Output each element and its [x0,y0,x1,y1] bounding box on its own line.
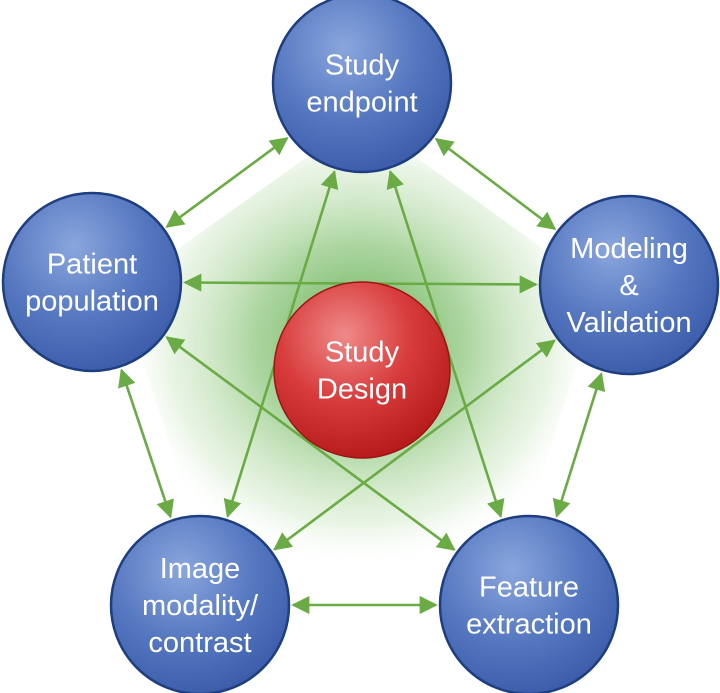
node-image-label-line: Image [160,553,241,585]
arrow-image-patient [118,368,174,519]
node-modeling-label-line: & [619,270,638,302]
node-modeling: Modeling & Validation [538,194,720,376]
node-modeling-label-line: Validation [566,307,691,339]
node-modeling-label-line: Modeling [570,233,688,265]
node-image-label-line: contrast [148,627,251,659]
node-circle [109,514,291,693]
node-endpoint: Study endpoint [271,0,453,174]
node-image: Image modality/contrast [109,514,291,693]
node-patient-label-line: Patient [47,249,137,281]
node-feature: Feature extraction [438,514,620,693]
node-patient: Patient population [1,191,183,373]
center-circle [273,281,451,459]
connection-arrows [118,137,606,615]
node-patient-label-line: population [25,286,159,318]
node-circle [538,194,720,376]
node-image-label-line: modality/ [142,590,259,622]
node-endpoint-label-line: Study [325,50,400,82]
node-circle [271,0,453,174]
node-endpoint-label-line: endpoint [306,87,417,119]
node-feature-label-line: extraction [466,609,592,641]
node-circle [1,191,183,373]
node-circle [438,514,620,693]
arrow-modeling-feature [552,372,606,518]
center-label-line: Study [325,337,400,369]
arrow-modeling-image [273,339,556,551]
center-label-line: Design [317,374,407,406]
node-feature-label-line: Feature [479,572,579,604]
